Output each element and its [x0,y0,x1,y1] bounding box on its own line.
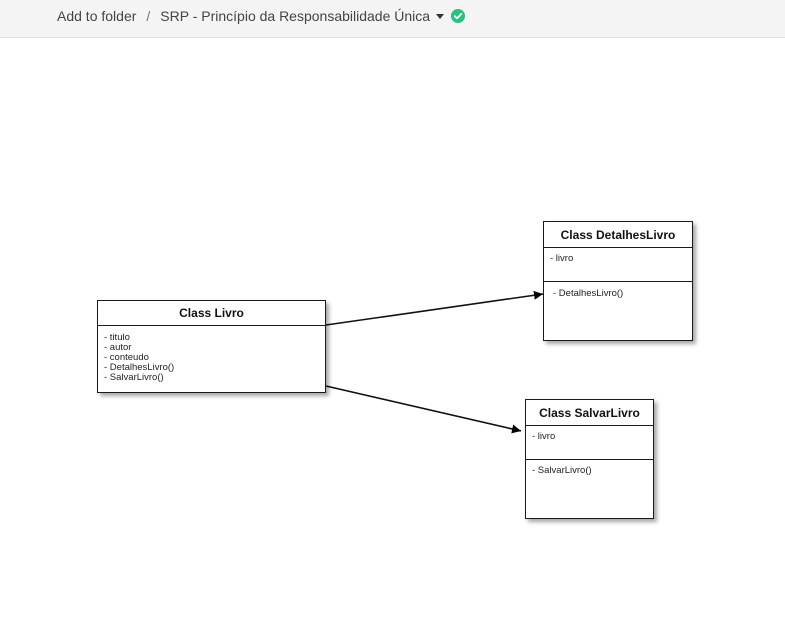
class-methods: - DetalhesLivro() [544,282,692,299]
class-box-detalheslivro[interactable]: Class DetalhesLivro - livro - DetalhesLi… [543,221,693,341]
member-item: - conteudo [104,352,149,363]
breadcrumb: Add to folder / SRP - Princípio da Respo… [57,6,466,26]
arrow-livro-to-detalheslivro[interactable] [325,290,544,326]
member-item: - autor [104,342,132,353]
class-attributes: - livro [526,426,653,460]
member-item: - DetalhesLivro() [104,362,175,373]
top-bar: Add to folder / SRP - Princípio da Respo… [0,0,785,38]
document-title[interactable]: SRP - Princípio da Responsabilidade Únic… [160,8,431,24]
add-to-folder-link[interactable]: Add to folder [57,8,137,24]
class-methods: - SalvarLivro() [526,460,653,476]
class-attributes: - livro [544,248,692,282]
class-box-livro[interactable]: Class Livro - titulo - autor - conteudo … [97,300,326,393]
attribute-item: - livro [550,253,574,264]
member-item: - SalvarLivro() [104,372,164,383]
member-item: - titulo [104,332,130,343]
arrow-livro-to-salvarlivro[interactable] [325,385,522,434]
class-box-salvarlivro[interactable]: Class SalvarLivro - livro - SalvarLivro(… [525,399,654,519]
class-title: Class DetalhesLivro [544,222,692,248]
class-title: Class SalvarLivro [526,400,653,426]
saved-check-icon [451,9,466,23]
attribute-item: - livro [532,431,556,442]
breadcrumb-separator: / [146,8,151,24]
method-item: - DetalhesLivro() [553,288,624,299]
chevron-down-icon[interactable] [436,13,445,19]
method-item: - SalvarLivro() [532,465,592,476]
class-title: Class Livro [98,301,325,326]
class-members: - titulo - autor - conteudo - DetalhesLi… [98,326,325,383]
